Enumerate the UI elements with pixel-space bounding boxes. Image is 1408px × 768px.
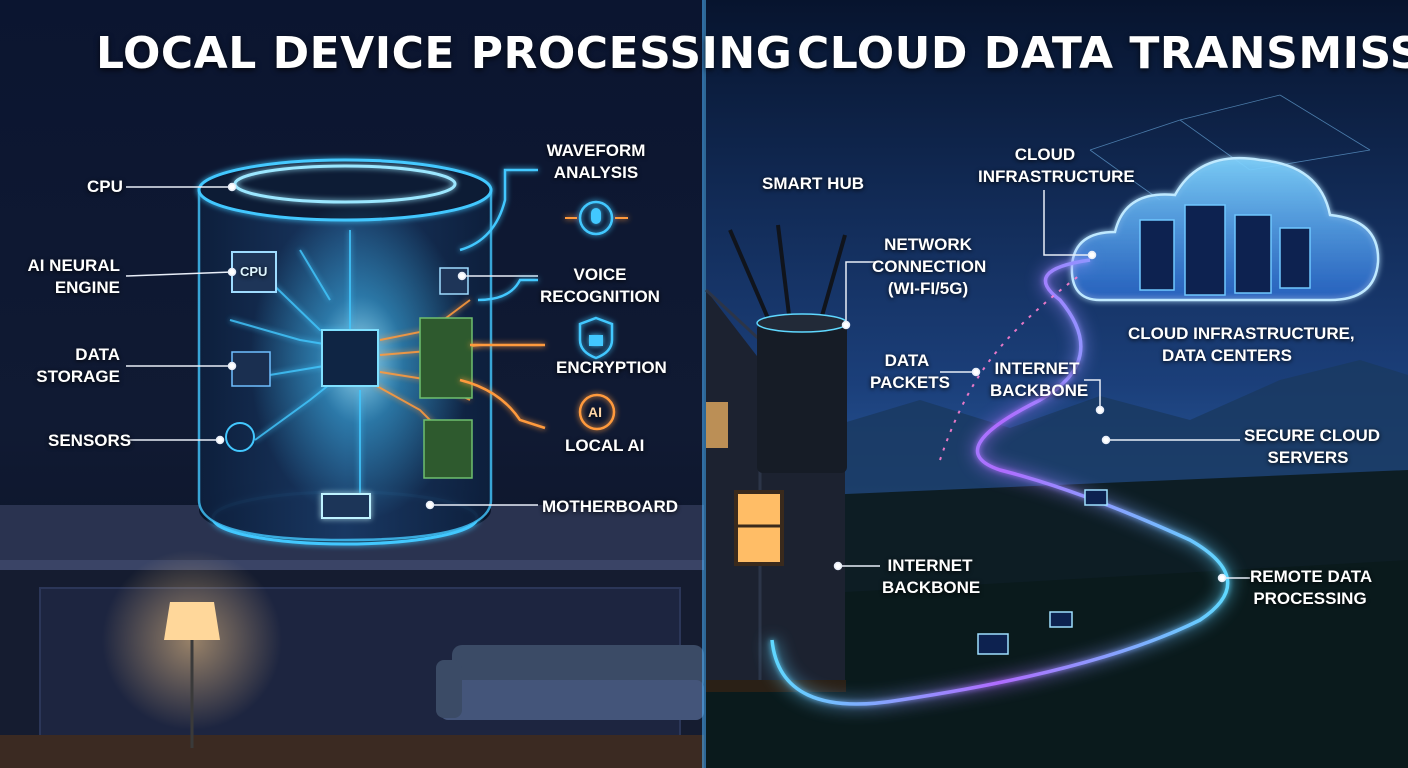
chip-cpu-text: CPU [240, 264, 268, 279]
data-stream [767, 255, 1233, 709]
smart-hub [728, 224, 848, 473]
cloud-icon [1070, 156, 1380, 302]
ai-badge-text: AI [588, 404, 602, 420]
network-constellation [1089, 94, 1371, 201]
left-leader-lines [125, 182, 538, 510]
waveform-mic-icon [565, 200, 628, 236]
title-cloud-data-transmission: CLOUD DATA TRANSMISSION [797, 28, 1408, 79]
right-leader-lines [833, 190, 1250, 583]
label-encryption: ENCRYPTION [556, 358, 667, 377]
floor-lamp [102, 550, 282, 748]
ai-badge-icon [578, 393, 616, 431]
label-cloud-infrastructure-data-centers: CLOUD INFRASTRUCTURE,DATA CENTERS [1128, 324, 1355, 365]
smart-speaker [197, 158, 493, 546]
lock-shield-icon [578, 316, 614, 360]
label-motherboard: MOTHERBOARD [542, 497, 678, 516]
envelope-icon [977, 489, 1108, 655]
label-smart-hub: SMART HUB [762, 174, 864, 193]
title-local-device-processing: LOCAL DEVICE PROCESSING [96, 28, 793, 79]
label-cpu: CPU [87, 177, 123, 196]
sofa [436, 645, 704, 720]
feature-arrows [459, 168, 546, 430]
label-local-ai: LOCAL AI [565, 436, 645, 455]
label-sensors: SENSORS [48, 431, 132, 450]
panel-divider [702, 0, 706, 768]
